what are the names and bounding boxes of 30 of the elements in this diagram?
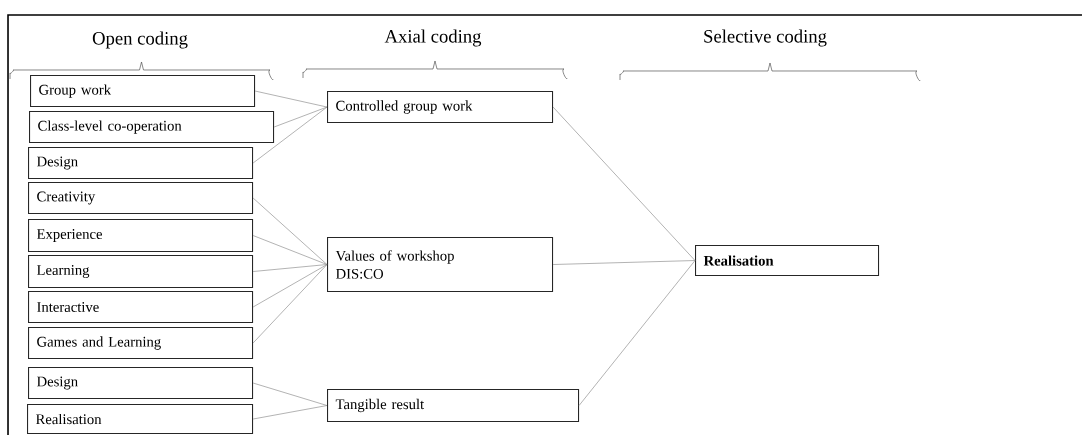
connector-line	[252, 264, 328, 308]
text-box: Realisation	[27, 404, 254, 435]
connector-line	[273, 106, 328, 128]
text-box: Tangible result	[327, 389, 580, 423]
text-box: Games and Learning	[28, 327, 254, 360]
connector-line	[252, 264, 328, 272]
text-box: Controlled group work	[327, 91, 554, 124]
text-box: Realisation	[695, 245, 880, 277]
connector-line	[252, 197, 328, 265]
connector-line	[252, 405, 328, 420]
connector-line	[252, 235, 328, 265]
connector-line	[252, 106, 328, 164]
text-box: Design	[28, 367, 254, 400]
connector-line	[252, 264, 328, 344]
text-box: Design	[28, 147, 254, 180]
text-box: Experience	[28, 219, 254, 253]
text-box: Creativity	[28, 182, 254, 215]
text-box: Group work	[30, 75, 256, 108]
text-box: Values of workshop DIS:CO	[327, 237, 554, 293]
column-heading: Axial coding	[384, 29, 482, 47]
text-box: Learning	[28, 255, 254, 289]
connector-line	[552, 106, 696, 261]
connector-line	[552, 260, 696, 265]
text-box: Class-level co-operation	[29, 111, 275, 144]
text-box: Interactive	[28, 291, 254, 324]
connector-line	[254, 90, 328, 108]
column-heading: Selective coding	[704, 29, 827, 47]
column-heading: Open coding	[92, 31, 188, 49]
connector-line	[252, 382, 328, 406]
connector-line	[578, 260, 696, 406]
